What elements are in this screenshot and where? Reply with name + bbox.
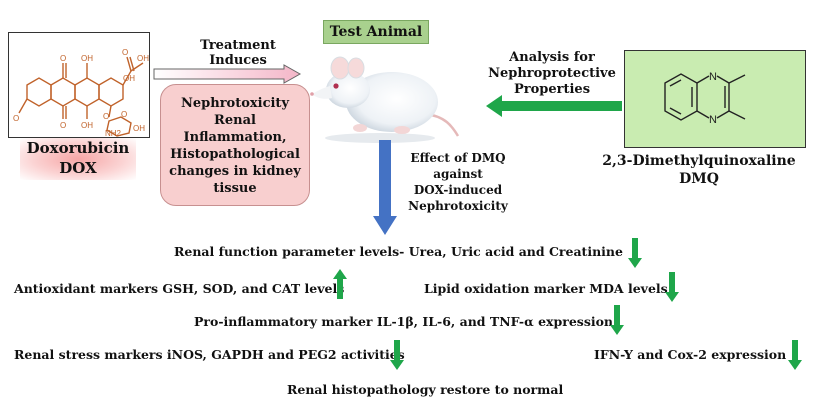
dmq-label: 2,3-Dimethylquinoxaline DMQ [586,152,812,188]
arrow-down-icon [610,305,624,335]
nephro-line: Inflammation, [183,130,287,145]
finding-renal-function: Renal function parameter levels- Urea, U… [174,244,623,259]
dox-atom-label: OH [81,121,93,130]
treatment-arrow-icon [153,64,302,84]
analysis-line: Analysis for [509,50,595,65]
dmq-abbrev: DMQ [679,171,719,187]
analysis-line: Properties [513,82,591,97]
doxorubicin-name: Doxorubicin [26,139,130,157]
treatment-text: Treatment [200,38,276,53]
nephrotoxicity-box: Nephrotoxicity Renal Inflammation, Histo… [160,84,310,206]
arrow-down-icon [788,340,802,370]
effect-line: against [433,167,483,181]
dmq-structure-box: N N [624,50,806,148]
finding-histopathology: Renal histopathology restore to normal [287,382,564,397]
effect-label: Effect of DMQ against DOX-induced Nephro… [398,150,518,214]
arrow-down-icon [390,340,404,370]
arrow-up-icon [333,269,347,299]
dox-atom-label: OH [137,54,149,63]
effect-line: Nephrotoxicity [408,199,508,213]
dox-atom-label: O [121,110,127,119]
doxorubicin-structure-box: O OH O OH OH O O OH O O NH2 OH [8,32,150,138]
effect-line: DOX-induced [413,183,503,197]
nephro-line: tissue [213,181,257,196]
arrow-down-icon [665,272,679,302]
dox-atom-label: O [60,121,66,130]
dmq-name: 2,3-Dimethylquinoxaline [602,153,796,169]
dox-atom-label: O [122,48,128,57]
analysis-line: Nephroprotective [488,66,616,81]
test-animal-label: Test Animal [323,20,429,44]
dmq-structure-icon: N N [664,71,746,126]
dox-atom-label: NH2 [105,129,122,137]
doxorubicin-structure-icon: O OH O OH OH O O OH O O NH2 OH [13,48,149,138]
dox-atom-label: O [60,54,66,63]
dox-atom-label: OH [81,54,93,63]
dox-atom-label: OH [133,124,145,133]
finding-renal-stress: Renal stress markers iNOS, GAPDH and PEG… [14,347,405,362]
analysis-label: Analysis for Nephroprotective Properties [488,50,616,98]
treatment-induces-label: Treatment Induces [178,38,298,68]
finding-proinflammatory: Pro-inflammatory marker IL-1β, IL-6, and… [194,314,614,329]
finding-antioxidant: Antioxidant markers GSH, SOD, and CAT le… [14,281,345,296]
finding-lipid: Lipid oxidation marker MDA levels [424,281,668,296]
nephro-line: Nephrotoxicity [181,96,289,111]
induces-text: Induces [209,53,267,68]
nephro-line: Renal [214,113,256,128]
effect-line: Effect of DMQ [410,151,506,165]
dox-atom-label: O [103,112,109,121]
doxorubicin-label: Doxorubicin DOX [20,138,136,180]
nephro-line: changes in kidney [169,164,301,179]
nephro-line: Histopathological [170,147,300,162]
dmq-atom-label: N [709,71,717,83]
dmq-atom-label: N [709,114,717,126]
rat-image [310,56,460,143]
doxorubicin-abbrev: DOX [59,159,97,177]
finding-ifn-cox: IFN-Y and Cox-2 expression [594,347,787,362]
effect-arrow-icon [373,140,397,235]
dox-atom-label: O [13,114,19,123]
analysis-arrow-icon [486,95,622,117]
dox-atom-label: OH [123,74,135,83]
arrow-down-icon [628,238,642,268]
